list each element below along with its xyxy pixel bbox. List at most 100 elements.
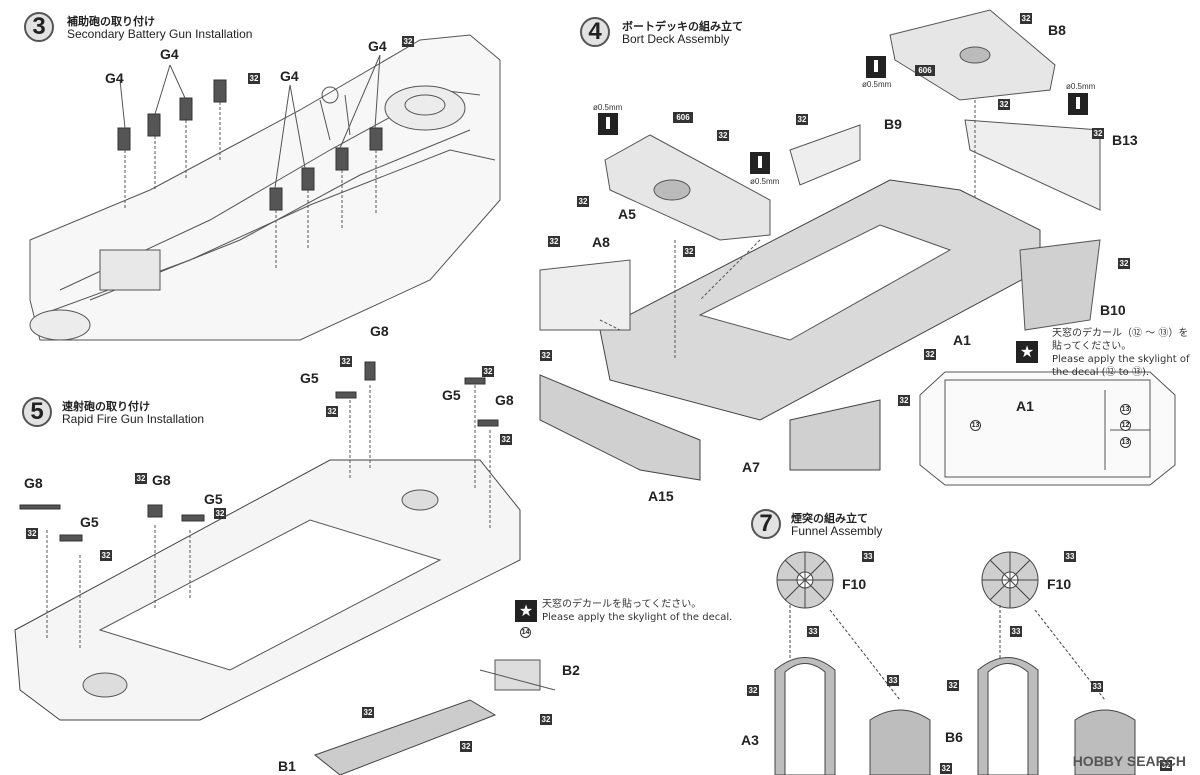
part-label: G8 [370, 323, 389, 339]
drill-hole-icon [598, 113, 618, 135]
step3-number: 3 [24, 12, 54, 42]
paint-code: 32 [548, 236, 560, 247]
watermark: HOBBY SEARCH [1072, 753, 1186, 769]
paint-code: 32 [26, 528, 38, 539]
paint-code: 32 [924, 349, 936, 360]
paint-code: 32 [940, 763, 952, 774]
paint-code: 32 [540, 714, 552, 725]
step4-title-en: Bort Deck Assembly [622, 32, 730, 46]
decal-number: 12 [1120, 420, 1131, 431]
step7-number: 7 [751, 509, 781, 539]
paint-code: 32 [326, 406, 338, 417]
part-label: G5 [442, 387, 461, 403]
paint-code: 32 [1020, 13, 1032, 24]
star-icon: ★ [1016, 341, 1038, 363]
paint-code: 32 [717, 130, 729, 141]
paint-code: 32 [500, 434, 512, 445]
part-label: G8 [24, 475, 43, 491]
note-jp: 天窓のデカール（⑫ ～ ⑬）を貼ってください。 [1052, 328, 1189, 352]
paint-code: 32 [214, 508, 226, 519]
part-label: A1 [1016, 398, 1034, 414]
b1-b2-drawing [313, 659, 556, 775]
drill-hole-icon [866, 56, 886, 78]
step3-hull-drawing [29, 34, 501, 341]
part-label: G4 [105, 70, 124, 86]
step3-title-jp: 補助砲の取り付け [67, 15, 155, 28]
step5-title-en: Rapid Fire Gun Installation [62, 412, 205, 426]
paint-code: 32 [402, 36, 414, 47]
part-label: B2 [562, 662, 580, 678]
part-label: B9 [884, 116, 902, 132]
part-label: G8 [495, 392, 514, 408]
star-icon: ★ [515, 600, 537, 622]
part-label: G4 [368, 38, 387, 54]
paint-code: 32 [248, 73, 260, 84]
paint-code: 33 [1010, 626, 1022, 637]
drill-size: ø0.5mm [593, 103, 623, 112]
paint-code: 33 [1091, 681, 1103, 692]
decal-number: 13 [1120, 404, 1131, 415]
paint-code: 32 [362, 707, 374, 718]
decal-number: 14 [520, 627, 531, 638]
paint-code: 32 [482, 366, 494, 377]
step5-deck-drawing [14, 385, 521, 721]
part-label: F10 [842, 576, 867, 592]
paint-code: 32 [683, 246, 695, 257]
part-label: G5 [80, 514, 99, 530]
paint-code: 32 [1160, 760, 1172, 771]
paint-code: 32 [747, 685, 759, 696]
paint-code: 33 [862, 551, 874, 562]
part-label: A1 [953, 332, 971, 348]
paint-code: 32 [796, 114, 808, 125]
part-label: B1 [278, 758, 296, 774]
paint-code: 32 [340, 356, 352, 367]
drill-size: ø0.5mm [1066, 82, 1096, 91]
paint-code: 33 [807, 626, 819, 637]
part-label: B6 [945, 729, 963, 745]
part-label: G5 [204, 491, 223, 507]
step5-guns [19, 361, 499, 542]
paint-code: 32 [460, 741, 472, 752]
decal-number: 13 [1120, 437, 1131, 448]
part-label: B10 [1100, 302, 1126, 318]
drill-size: ø0.5mm [750, 177, 780, 186]
part-label: A3 [741, 732, 759, 748]
paint-code: 32 [577, 196, 589, 207]
step4-deck-drawing [539, 9, 1101, 481]
part-label: A7 [742, 459, 760, 475]
note-en: Please apply the skylight of the decal. [542, 612, 733, 623]
part-label: G5 [300, 370, 319, 386]
paint-code: 33 [1064, 551, 1076, 562]
step7-funnel-drawing [774, 551, 1136, 775]
drill-hole-icon [1068, 93, 1088, 115]
decal-number: 13 [970, 420, 981, 431]
paint-code: 606 [673, 112, 693, 123]
part-label: A8 [592, 234, 610, 250]
paint-code: 606 [915, 65, 935, 76]
step4-title-jp: ボートデッキの組み立て [622, 20, 743, 33]
skylight-decal-deck-drawing [919, 371, 1176, 486]
step7-title-jp: 煙突の組み立て [791, 512, 868, 525]
paint-code: 32 [540, 350, 552, 361]
skylight-decal-note: 天窓のデカール（⑫ ～ ⑬）を貼ってください。 Please apply the… [1052, 327, 1192, 379]
part-label: B8 [1048, 22, 1066, 38]
step5-number: 5 [22, 397, 52, 427]
paint-code: 32 [135, 473, 147, 484]
part-label: A15 [648, 488, 674, 504]
step5-title-jp: 速射砲の取り付け [62, 400, 150, 413]
part-label: G4 [160, 46, 179, 62]
part-label: G8 [152, 472, 171, 488]
paint-code: 32 [1118, 258, 1130, 269]
paint-code: 32 [947, 680, 959, 691]
part-label: A5 [618, 206, 636, 222]
drill-size: ø0.5mm [862, 80, 892, 89]
note-en: Please apply the skylight of the decal (… [1052, 354, 1190, 378]
skylight-decal-note-2: 天窓のデカールを貼ってください。 Please apply the skylig… [542, 598, 732, 624]
drill-hole-icon [750, 152, 770, 174]
step7-title-en: Funnel Assembly [791, 524, 883, 538]
paint-code: 32 [1092, 128, 1104, 139]
paint-code: 32 [998, 99, 1010, 110]
part-label: G4 [280, 68, 299, 84]
step4-number: 4 [580, 17, 610, 47]
